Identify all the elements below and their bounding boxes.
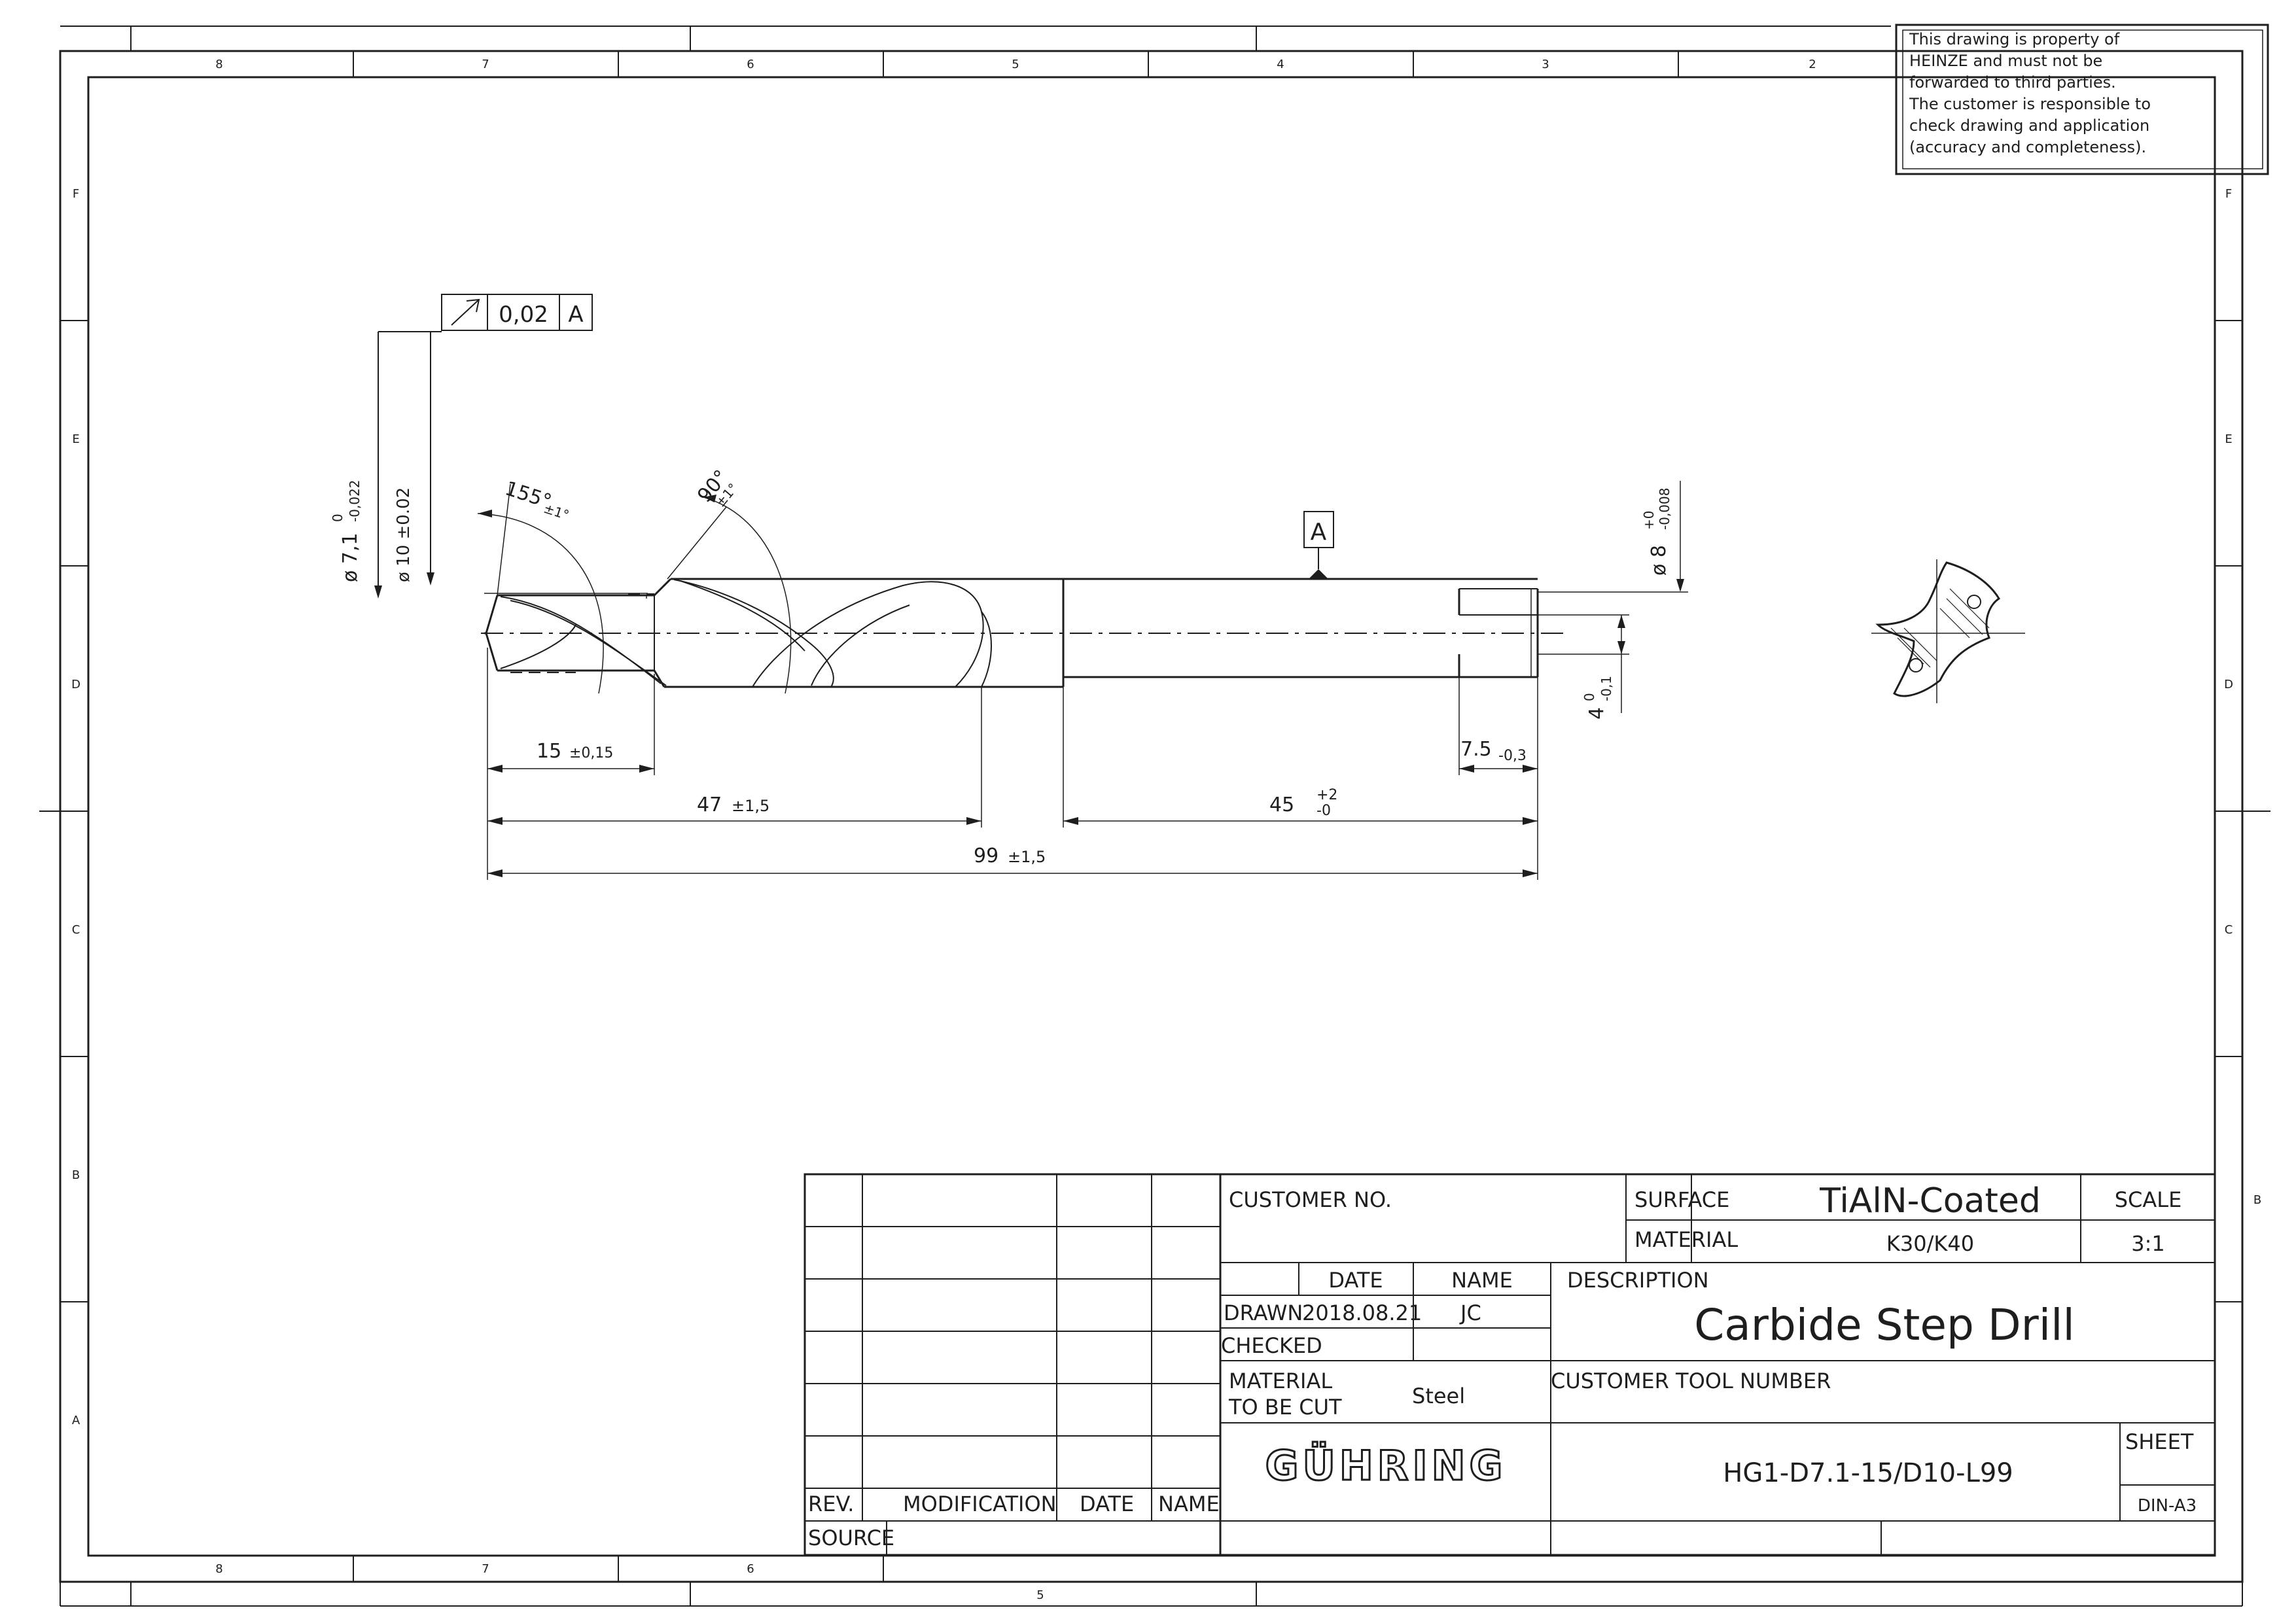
description-value: Carbide Step Drill [1694, 1300, 2075, 1350]
dim-flat-value: 4 [1585, 707, 1608, 720]
dim-flat-upper: 0 [1581, 693, 1597, 701]
surface-value: TiAlN-Coated [1819, 1181, 2041, 1221]
dim-15-tol: ±0,15 [569, 745, 613, 761]
dimension-lines [477, 481, 1684, 877]
col-label: 6 [747, 58, 754, 71]
customer-tool-label: CUSTOMER TOOL NUMBER [1551, 1369, 1831, 1393]
drawn-date: 2018.08.21 [1302, 1300, 1422, 1325]
customer-no-label: CUSTOMER NO. [1229, 1187, 1392, 1212]
dim-15-value: 15 [537, 740, 561, 763]
scale-label: SCALE [2115, 1187, 2182, 1212]
modification-header: MODIFICATION [903, 1492, 1057, 1516]
dim-45-value: 45 [1269, 794, 1294, 816]
dim-75-value: 7.5 [1460, 738, 1492, 761]
col-label: 2 [1809, 58, 1816, 71]
angle-155-tol: ±1° [542, 500, 571, 523]
col-label: 3 [1542, 58, 1549, 71]
format-value: DIN-A3 [2138, 1496, 2197, 1516]
material-label: MATERIAL [1634, 1227, 1738, 1252]
column-labels-bottom: 8 7 6 5 [215, 1562, 1044, 1602]
col-label: 7 [482, 1562, 489, 1576]
drawing-frame [39, 26, 2270, 1607]
row-label: C [72, 923, 80, 937]
dim-75-tol: -0,3 [1498, 748, 1527, 764]
tolerance-value: 0,02 [499, 302, 548, 328]
surface-label: SURFACE [1634, 1187, 1729, 1212]
material-to-cut-value: Steel [1412, 1384, 1465, 1408]
row-label: F [73, 187, 79, 201]
material-to-cut-label-1: MATERIAL [1229, 1369, 1332, 1393]
dim-d8-value: ø 8 [1648, 545, 1670, 576]
notice-line: This drawing is property of [1909, 30, 2120, 48]
drawn-label: DRAWN [1224, 1300, 1303, 1325]
col-label: 7 [482, 58, 489, 71]
dim-45-lower: -0 [1316, 803, 1331, 819]
revision-table: REV. MODIFICATION DATE NAME SOURCE [804, 1173, 1222, 1556]
rev-date-header: DATE [1080, 1492, 1134, 1516]
property-notice: This drawing is property of HEINZE and m… [1895, 24, 2269, 175]
notice-line: HEINZE and must not be [1909, 52, 2102, 70]
col-label: 5 [1012, 58, 1019, 71]
source-label: SOURCE [808, 1526, 894, 1550]
dim-d10-value: ø 10 ±0.02 [394, 487, 414, 582]
material-value: K30/K40 [1886, 1231, 1974, 1256]
dim-d8-upper: +0 [1641, 511, 1657, 530]
dim-47-tol: ±1,5 [732, 797, 769, 815]
date-header: DATE [1328, 1268, 1383, 1293]
row-label: F [2225, 187, 2232, 201]
col-label: 6 [747, 1562, 754, 1576]
drill-cross-section [1871, 559, 2025, 703]
dim-99-value: 99 [974, 845, 998, 867]
checked-label: CHECKED [1221, 1333, 1322, 1358]
runout-tolerance-frame: 0,02 A [374, 294, 593, 599]
column-labels-top: 8 7 6 5 4 3 2 [215, 58, 1816, 71]
dim-d8-lower: -0,008 [1657, 488, 1672, 530]
sheet-label: SHEET [2125, 1429, 2194, 1454]
drill-side-view: A [481, 511, 1564, 688]
row-labels-right: F E D C B [2224, 187, 2261, 1207]
row-label: A [72, 1414, 80, 1427]
description-label: DESCRIPTION [1567, 1268, 1709, 1293]
runout-arrow-icon [451, 298, 480, 326]
row-label: E [2225, 432, 2232, 446]
notice-line: The customer is responsible to [1909, 95, 2151, 113]
dim-d71-lower: -0,022 [347, 480, 362, 522]
guhring-logo: GÜHRING [1265, 1442, 1507, 1490]
rev-name-header: NAME [1158, 1492, 1220, 1516]
row-label: B [72, 1168, 80, 1182]
title-block: CUSTOMER NO. SURFACE TiAlN-Coated SCALE … [1219, 1173, 2216, 1556]
col-label: 8 [215, 1562, 222, 1576]
dim-d71-value: ø 7,1 [339, 532, 362, 582]
col-label: 4 [1277, 58, 1284, 71]
rev-header: REV. [808, 1492, 854, 1516]
row-label: D [71, 678, 80, 691]
name-header: NAME [1451, 1268, 1513, 1293]
notice-line: forwarded to third parties. [1909, 73, 2116, 92]
dim-flat-lower: -0,1 [1598, 676, 1614, 701]
dim-d71-upper: 0 [330, 514, 345, 522]
tolerance-datum: A [568, 302, 583, 328]
notice-line: check drawing and application [1909, 116, 2149, 135]
col-label: 8 [215, 58, 222, 71]
notice-line: (accuracy and completeness). [1909, 138, 2146, 156]
dimension-texts: 15 ±0,15 47 ±1,5 45 +2 -0 99 ±1,5 7.5 -0… [330, 466, 1672, 867]
material-to-cut-label-2: TO BE CUT [1228, 1395, 1342, 1420]
row-label: E [72, 432, 79, 446]
row-label: C [2225, 923, 2233, 937]
dimension-extension-lines [484, 591, 1688, 880]
dim-99-tol: ±1,5 [1008, 848, 1046, 866]
row-labels-left: F E D C B A [71, 187, 80, 1427]
row-label: D [2224, 678, 2233, 691]
dim-47-value: 47 [697, 794, 722, 816]
dim-45-upper: +2 [1316, 787, 1337, 803]
part-number: HG1-D7.1-15/D10-L99 [1723, 1458, 2013, 1488]
row-label: B [2253, 1193, 2261, 1207]
datum-label: A [1311, 519, 1327, 546]
scale-value: 3:1 [2131, 1231, 2165, 1256]
sheet-marker: 5 [1036, 1588, 1044, 1602]
drawn-name: JC [1459, 1300, 1481, 1325]
